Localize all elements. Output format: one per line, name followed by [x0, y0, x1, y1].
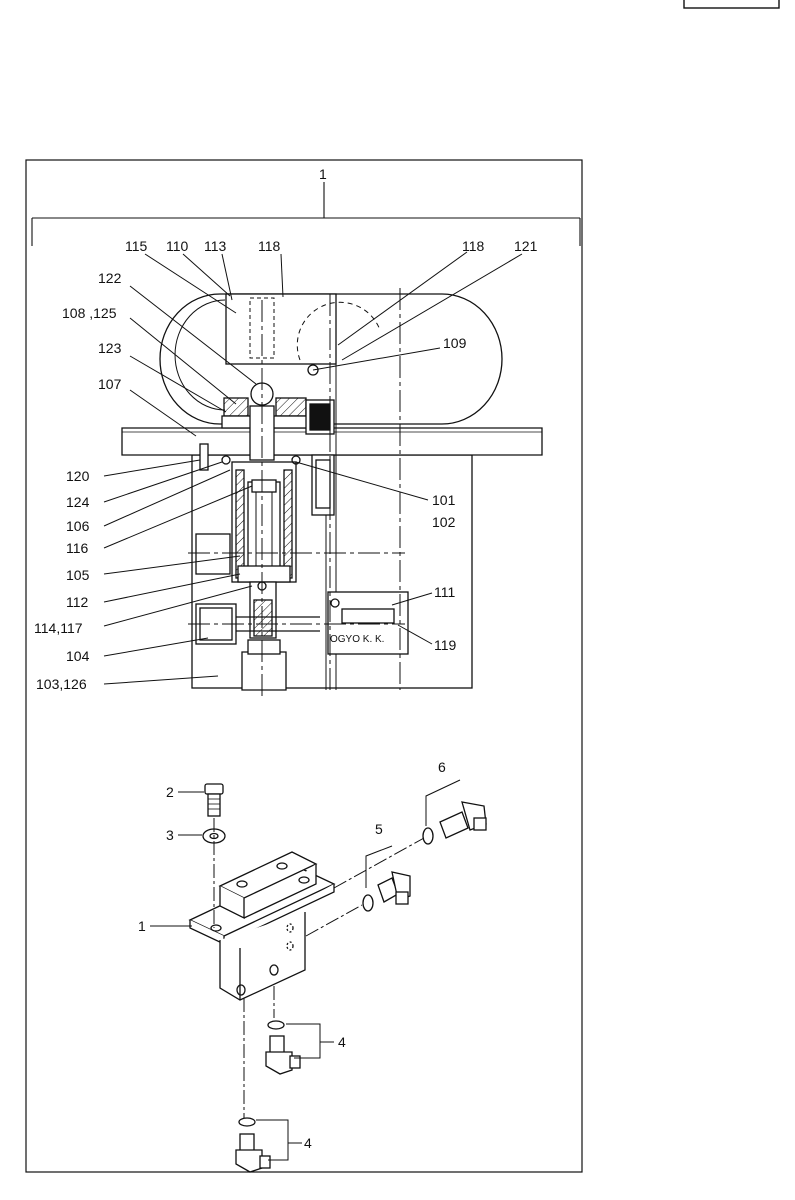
- nameplate-text: OGYO K. K.: [330, 634, 384, 645]
- callout-110: 110: [166, 238, 189, 254]
- callout-123: 123: [98, 340, 122, 356]
- page-number-box: [683, 0, 780, 9]
- callout-122: 122: [98, 270, 122, 286]
- callout-108-125: 108 ,125: [62, 305, 117, 321]
- callout-112: 112: [66, 594, 89, 610]
- callout-6: 6: [438, 759, 446, 775]
- callout-120: 120: [66, 468, 90, 484]
- callout-106: 106: [66, 518, 90, 534]
- flange-plate: [121, 427, 543, 456]
- callout-104: 104: [66, 648, 90, 664]
- callout-119: 119: [434, 637, 457, 653]
- callout-105: 105: [66, 567, 90, 583]
- callout-assembly: 1: [319, 166, 327, 182]
- assembly-bracket: [31, 182, 581, 246]
- valve-section-drawing: [121, 293, 543, 691]
- callout-1-lower: 1: [138, 918, 146, 934]
- centerlines: [188, 288, 405, 700]
- bolt: [204, 783, 224, 817]
- callout-5: 5: [375, 821, 383, 837]
- callout-101: 101: [432, 492, 456, 508]
- callout-103-126: 103,126: [36, 676, 87, 692]
- callout-118-top: 118: [258, 238, 281, 254]
- callout-2: 2: [166, 784, 174, 800]
- callout-113: 113: [204, 238, 227, 254]
- callout-116: 116: [66, 540, 89, 556]
- callout-121: 121: [514, 238, 538, 254]
- callout-102: 102: [432, 514, 456, 530]
- callout-109: 109: [443, 335, 467, 351]
- callout-118-right: 118: [462, 238, 485, 254]
- leader-lines-lower: [150, 779, 461, 1161]
- diagram-frame: [25, 159, 583, 1173]
- callout-111: 111: [434, 584, 455, 600]
- callout-124: 124: [66, 494, 90, 510]
- callout-4-bottom: 4: [304, 1135, 312, 1151]
- callout-107: 107: [98, 376, 122, 392]
- leader-lines-upper: [103, 251, 523, 685]
- callout-4-middle: 4: [338, 1034, 346, 1050]
- callout-114-117: 114,117: [34, 620, 83, 636]
- exploded-centerlines: [213, 818, 425, 1118]
- callout-115: 115: [125, 238, 148, 254]
- callout-3: 3: [166, 827, 174, 843]
- exploded-view: [188, 783, 487, 1173]
